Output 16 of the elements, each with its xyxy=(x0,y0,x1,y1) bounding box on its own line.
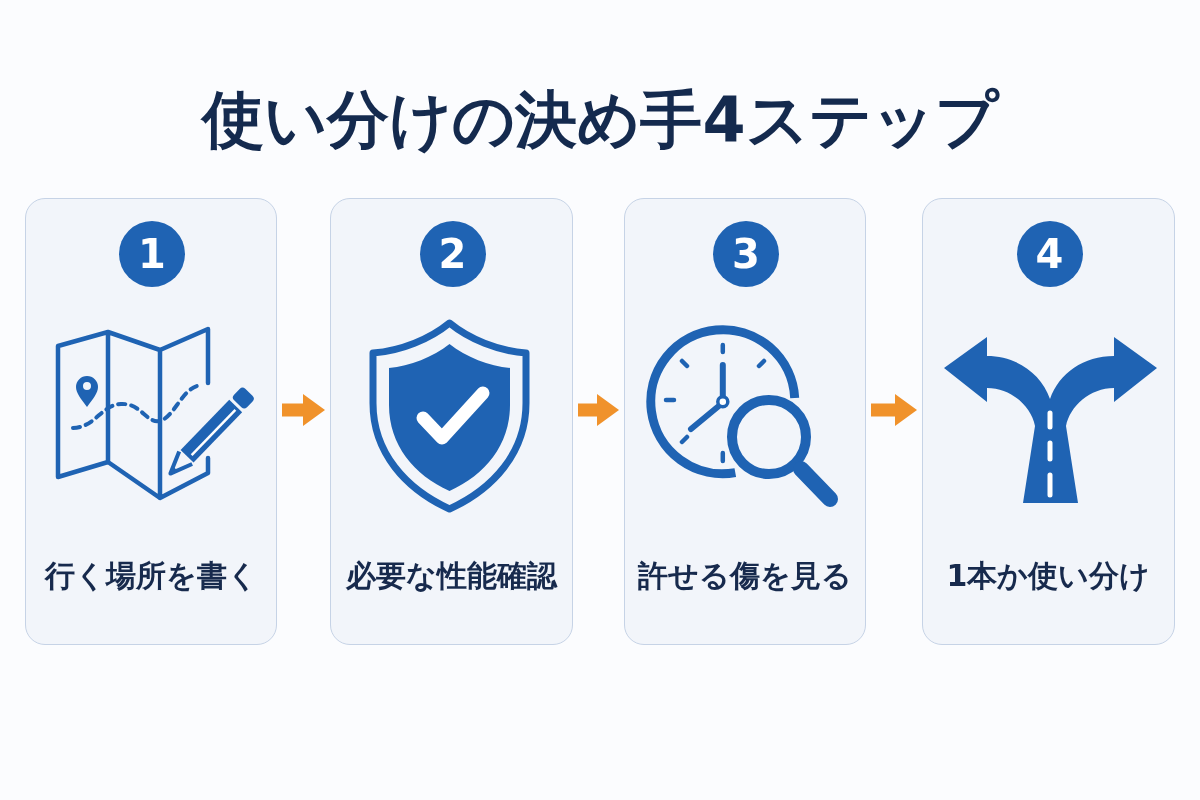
step-label: 許せる傷を見る xyxy=(638,557,852,595)
arrow xyxy=(282,394,325,426)
step-label: 1本か使い分け xyxy=(946,557,1151,595)
step-card xyxy=(25,198,277,645)
step-card xyxy=(922,198,1175,645)
step-number-badge: 2 xyxy=(419,221,486,287)
arrow xyxy=(871,394,917,426)
title: 使い分けの決め手4ステップ xyxy=(202,82,998,158)
arrow xyxy=(578,394,619,426)
step-card xyxy=(624,198,866,645)
step-label: 必要な性能確認 xyxy=(346,557,557,595)
step-card xyxy=(330,198,573,645)
step-number-badge: 1 xyxy=(119,221,185,287)
step-number-badge: 4 xyxy=(1016,221,1083,287)
step-number-badge: 3 xyxy=(713,221,779,287)
step-label: 行く場所を書く xyxy=(44,557,258,595)
